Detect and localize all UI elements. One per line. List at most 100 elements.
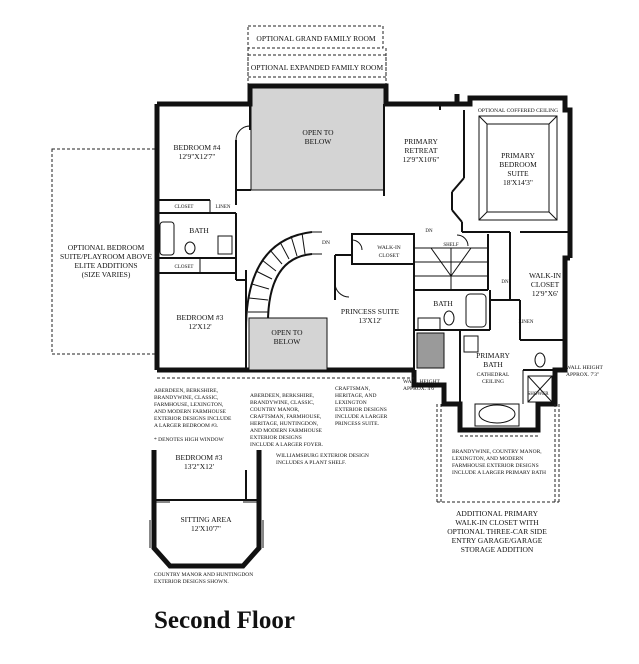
primary-suite-line2: BEDROOM [499,160,537,169]
alt-bedroom3-plan [149,450,264,569]
svg-text:SUITE/PLAYROOM ABOVE: SUITE/PLAYROOM ABOVE [60,252,152,261]
svg-text:HERITAGE, HUNTINGDON,: HERITAGE, HUNTINGDON, [250,421,319,427]
svg-text:LEXINGTON: LEXINGTON [335,400,367,406]
svg-text:INCLUDE A LARGER FOYER.: INCLUDE A LARGER FOYER. [250,442,324,448]
dn-right-label: DN [501,280,509,285]
walkin-closet-right-line1: WALK-IN [529,271,562,280]
bedroom4-size: 12'9"X12'7" [179,152,216,161]
bedroom3-name: BEDROOM #3 [177,313,224,322]
open-to-below-stair-line1: OPEN TO [271,328,303,337]
primary-bath-exterior-note: BRANDYWINE, COUNTRY MANOR, LEXINGTON, AN… [452,449,546,476]
svg-text:STORAGE ADDITION: STORAGE ADDITION [461,545,534,554]
svg-text:(SIZE VARIES): (SIZE VARIES) [82,270,131,279]
svg-text:INCLUDE A LARGER PRIMARY BATH: INCLUDE A LARGER PRIMARY BATH [452,470,546,476]
shower-label: SHOWER [527,392,549,397]
page-title: Second Floor [154,607,295,634]
spiral-staircase [245,231,328,371]
primary-retreat-line1: PRIMARY [404,137,438,146]
cathedral-ceiling-line1: CATHEDRAL [477,372,510,378]
svg-text:CRAFTSMAN,: CRAFTSMAN, [335,386,371,392]
alt-bedroom3-size: 13'2"X12' [184,462,215,471]
optional-expanded-family-room-label: OPTIONAL EXPANDED FAMILY ROOM [251,63,384,72]
primary-retreat-line2: RETREAT [405,146,438,155]
svg-text:COUNTRY MANOR AND HUNTINGDON: COUNTRY MANOR AND HUNTINGDON [154,572,253,578]
fixtures [159,221,553,427]
princess-suite-size: 13'X12' [358,316,382,325]
optional-grand-family-room-label: OPTIONAL GRAND FAMILY ROOM [256,34,376,43]
bath-mid-label: BATH [433,299,453,308]
svg-text:OPTIONAL BEDROOM: OPTIONAL BEDROOM [68,243,145,252]
coffered-ceiling-label: OPTIONAL COFFERED CEILING [478,108,558,114]
sitting-area-size: 12'X10'7" [191,524,221,533]
svg-text:A LARGER BEDROOM #3.: A LARGER BEDROOM #3. [154,423,219,429]
additional-closet-leaders [436,404,560,503]
wall-height-mid-line1: WALL HEIGHT [403,379,441,385]
linen-upper-label: LINEN [216,205,231,210]
sitting-area-name: SITTING AREA [180,515,232,524]
svg-text:WALK-IN CLOSET WITH: WALK-IN CLOSET WITH [455,518,539,527]
wall-height-mid-line2: APPROX. 4'6" [403,386,436,392]
closet-left-label: CLOSET [175,265,194,270]
primary-bath-line1: PRIMARY [476,351,510,360]
open-to-below-top-line2: BELOW [305,137,333,146]
svg-text:INCLUDE A LARGER: INCLUDE A LARGER [335,414,388,420]
princess-suite-name: PRINCESS SUITE [341,307,400,316]
svg-text:EXTERIOR DESIGNS INCLUDE: EXTERIOR DESIGNS INCLUDE [154,416,232,422]
svg-text:AND MODERN FARMHOUSE: AND MODERN FARMHOUSE [154,409,227,415]
svg-text:ABERDEEN, BERKSHIRE,: ABERDEEN, BERKSHIRE, [154,388,219,394]
walkin-closet-right-line2: CLOSET [531,280,560,289]
svg-text:EXTERIOR DESIGNS: EXTERIOR DESIGNS [335,407,387,413]
dn-mid-label: DN [425,229,433,234]
svg-text:ADDITIONAL PRIMARY: ADDITIONAL PRIMARY [456,509,539,518]
bedroom4-name: BEDROOM #4 [174,143,221,152]
svg-text:OPTIONAL THREE-CAR SIDE: OPTIONAL THREE-CAR SIDE [447,527,547,536]
svg-text:ENTRY GARAGE/GARAGE: ENTRY GARAGE/GARAGE [452,536,543,545]
svg-text:ELITE ADDITIONS: ELITE ADDITIONS [74,261,137,270]
window-marks [157,377,538,437]
svg-text:FARMHOUSE, LEXINGTON,: FARMHOUSE, LEXINGTON, [154,402,224,408]
svg-text:HERITAGE, AND: HERITAGE, AND [335,393,376,399]
wall-height-right-line1: WALL HEIGHT [566,365,604,371]
optional-grand-family-room-box [247,25,384,49]
shelf-label: SHELF [443,243,459,248]
svg-text:COUNTRY MANOR,: COUNTRY MANOR, [250,407,300,413]
cathedral-ceiling-line2: CEILING [482,379,504,385]
walkin-closet-mid-line1: WALK-IN [377,245,401,251]
svg-text:CRAFTSMAN, FARMHOUSE,: CRAFTSMAN, FARMHOUSE, [250,414,322,420]
primary-retreat-size: 12'9"X10'6" [403,155,440,164]
svg-text:LEXINGTON, AND MODERN: LEXINGTON, AND MODERN [452,456,523,462]
wall-height-right-line2: APPROX. 7'3" [566,372,599,378]
open-to-below-stair-line2: BELOW [274,337,302,346]
svg-text:INCLUDES A PLANT SHELF.: INCLUDES A PLANT SHELF. [276,460,347,466]
foyer-exterior-note: ABERDEEN, BERKSHIRE, BRANDYWINE, CLASSIC… [250,393,324,448]
svg-text:BRANDYWINE, CLASSIC,: BRANDYWINE, CLASSIC, [154,395,219,401]
open-to-below-stair-area [248,317,328,371]
princess-exterior-note: CRAFTSMAN, HERITAGE, AND LEXINGTON EXTER… [335,386,388,427]
primary-suite-line3: SUITE [507,169,529,178]
svg-text:ABERDEEN, BERKSHIRE,: ABERDEEN, BERKSHIRE, [250,393,315,399]
chase-block [416,332,445,369]
alt-bedroom3-name: BEDROOM #3 [176,453,223,462]
high-window-note: * DENOTES HIGH WINDOW [154,437,225,443]
svg-text:BRANDYWINE, CLASSIC,: BRANDYWINE, CLASSIC, [250,400,315,406]
primary-suite-size: 18'X14'3" [503,178,533,187]
svg-text:PRINCESS SUITE.: PRINCESS SUITE. [335,421,380,427]
coffered-ceiling [478,115,558,221]
walkin-closet-right-size: 12'9"X6' [532,289,559,298]
primary-bath-line2: BATH [483,360,503,369]
bath-left-label: BATH [189,226,209,235]
svg-text:EXTERIOR DESIGNS: EXTERIOR DESIGNS [250,435,302,441]
svg-text:FARMHOUSE EXTERIOR DESIGNS: FARMHOUSE EXTERIOR DESIGNS [452,463,539,469]
svg-text:EXTERIOR DESIGNS SHOWN.: EXTERIOR DESIGNS SHOWN. [154,579,229,585]
linen-right-label: LINEN [519,320,534,325]
williamsburg-note: WILLIAMSBURG EXTERIOR DESIGN INCLUDES A … [276,453,369,466]
svg-text:AND MODERN FARMHOUSE: AND MODERN FARMHOUSE [250,428,323,434]
additional-closet-note: ADDITIONAL PRIMARY WALK-IN CLOSET WITH O… [447,509,547,554]
stair-down-label: DN [322,240,330,246]
optional-bedroom-suite-label: OPTIONAL BEDROOM SUITE/PLAYROOM ABOVE EL… [60,243,152,279]
left-exterior-note: ABERDEEN, BERKSHIRE, BRANDYWINE, CLASSIC… [154,388,232,429]
door-swings [235,125,469,298]
primary-suite-line1: PRIMARY [501,151,535,160]
svg-text:BRANDYWINE, COUNTRY MANOR,: BRANDYWINE, COUNTRY MANOR, [452,449,542,455]
